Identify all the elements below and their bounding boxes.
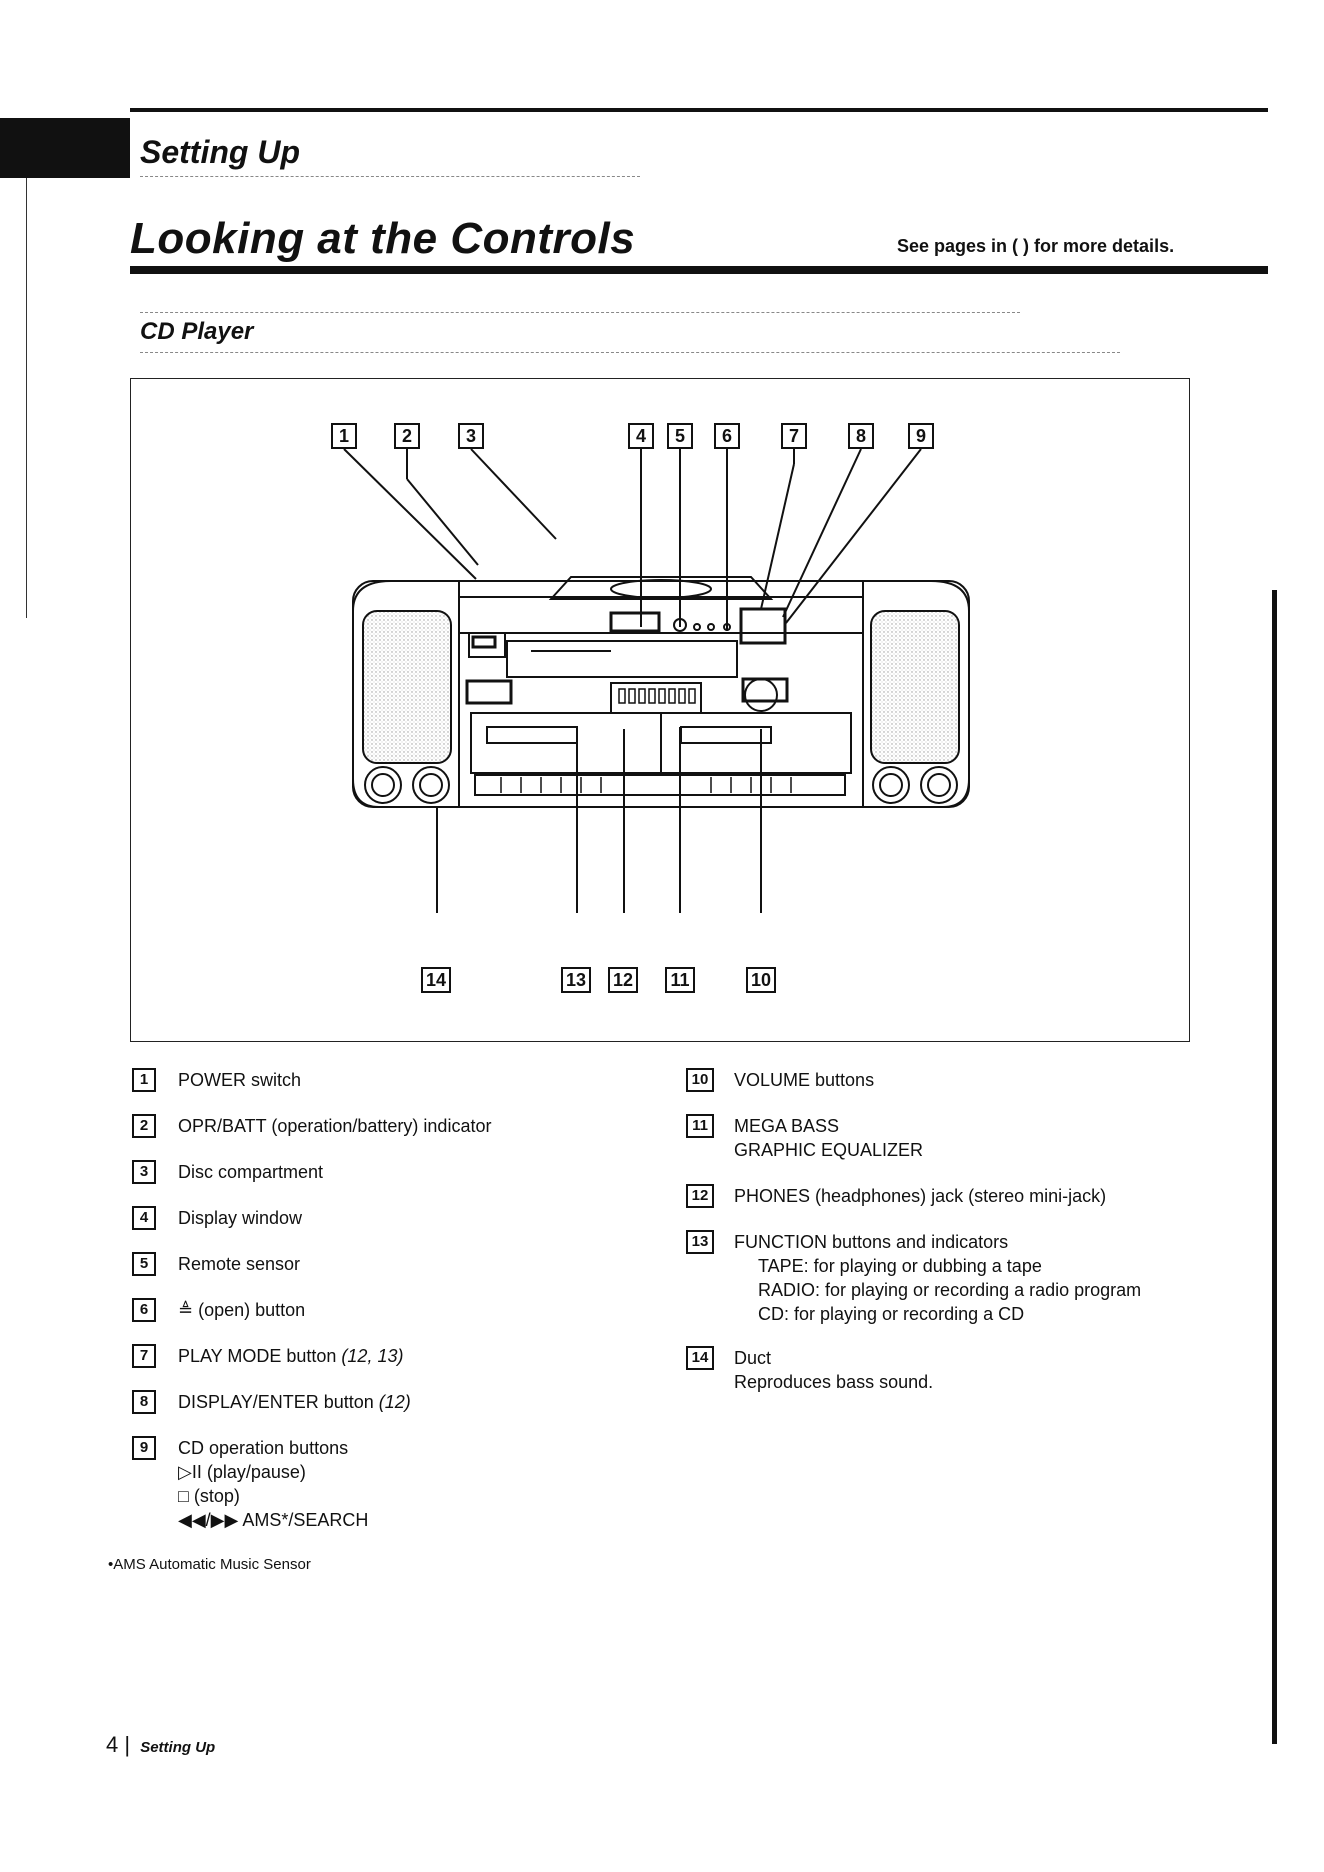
legend-sublines: Reproduces bass sound.: [734, 1370, 933, 1394]
legend-sublines: GRAPHIC EQUALIZER: [734, 1138, 923, 1162]
legend-text: POWER switch: [178, 1070, 302, 1090]
callout-4: 4: [628, 423, 654, 449]
subsection-heading: CD Player: [140, 318, 254, 345]
page-number: 4: [106, 1732, 119, 1757]
legend-text-main: DISPLAY/ENTER button: [178, 1392, 379, 1412]
section-heading: Setting Up: [140, 134, 300, 170]
callout-3: 3: [458, 423, 484, 449]
callout-5: 5: [667, 423, 693, 449]
callout-14: 14: [421, 967, 451, 993]
legend-number: 9: [132, 1436, 156, 1460]
legend-text: CD operation buttons: [178, 1438, 349, 1458]
legend-text: MEGA BASS: [734, 1116, 840, 1136]
page-ref: (12, 13): [341, 1346, 404, 1366]
legend-subline: ◀◀/▶▶ AMS*/SEARCH: [178, 1510, 369, 1530]
subsection-dash-bottom: [140, 352, 1120, 353]
callout-6: 6: [714, 423, 740, 449]
legend-subline: TAPE: for playing or dubbing a tape: [758, 1256, 1042, 1276]
legend-number: 5: [132, 1252, 156, 1276]
legend-text: VOLUME buttons: [734, 1070, 875, 1090]
legend-number: 14: [686, 1346, 714, 1370]
subsection-dash-top: [140, 312, 1020, 313]
legend-number: 6: [132, 1298, 156, 1322]
legend-text: OPR/BATT (operation/battery) indicator: [178, 1116, 492, 1136]
legend-text: Remote sensor: [178, 1254, 301, 1274]
callout-12: 12: [608, 967, 638, 993]
callout-13: 13: [561, 967, 591, 993]
legend-line2: Reproduces bass sound.: [734, 1372, 934, 1392]
legend-text-main: PLAY MODE button: [178, 1346, 342, 1366]
legend-sublines: ▷II (play/pause) □ (stop) ◀◀/▶▶ AMS*/SEA…: [178, 1460, 368, 1532]
legend-text: Duct: [734, 1348, 772, 1368]
legend-text: ≜ (open) button: [178, 1300, 306, 1320]
boombox-illustration: [343, 448, 970, 913]
legend-subline: ▷II (play/pause): [178, 1462, 306, 1482]
legend-number: 13: [686, 1230, 714, 1254]
legend-number: 10: [686, 1068, 714, 1092]
footer-divider: |: [118, 1732, 137, 1757]
callout-7: 7: [781, 423, 807, 449]
callout-2: 2: [394, 423, 420, 449]
legend-text: PHONES (headphones) jack (stereo mini-ja…: [734, 1186, 1107, 1206]
legend-number: 11: [686, 1114, 714, 1138]
page-title: Looking at the Controls: [130, 214, 636, 263]
section-underline: [140, 176, 640, 177]
legend-text: PLAY MODE button (12, 13): [178, 1344, 403, 1368]
legend-line2: GRAPHIC EQUALIZER: [734, 1140, 924, 1160]
callout-11: 11: [665, 967, 695, 993]
legend-number: 3: [132, 1160, 156, 1184]
margin-line: [26, 118, 27, 618]
legend-subline: CD: for playing or recording a CD: [758, 1304, 1025, 1324]
section-tab-marker: [0, 118, 130, 178]
legend-number: 4: [132, 1206, 156, 1230]
title-rule: [130, 266, 1268, 274]
legend-subline: □ (stop): [178, 1486, 240, 1506]
legend-subline: RADIO: for playing or recording a radio …: [758, 1280, 1142, 1300]
legend-number: 8: [132, 1390, 156, 1414]
legend-number: 1: [132, 1068, 156, 1092]
legend-text: Disc compartment: [178, 1162, 324, 1182]
callout-1: 1: [331, 423, 357, 449]
legend-number: 12: [686, 1184, 714, 1208]
legend-number: 2: [132, 1114, 156, 1138]
top-rule: [130, 108, 1268, 112]
page-ref: (12): [378, 1392, 411, 1412]
legend-sublines: TAPE: for playing or dubbing a tape RADI…: [734, 1254, 1141, 1326]
legend-number: 7: [132, 1344, 156, 1368]
legend-text: Display window: [178, 1208, 303, 1228]
callout-10: 10: [746, 967, 776, 993]
callout-9: 9: [908, 423, 934, 449]
right-margin-bar: [1272, 590, 1277, 1744]
callout-8: 8: [848, 423, 874, 449]
figure-frame: 1 2 3 4 5 6 7 8 9 14 13 12 11 10: [130, 378, 1190, 1042]
legend-text: DISPLAY/ENTER button (12): [178, 1390, 411, 1414]
page-footer: 4 | Setting Up: [106, 1732, 215, 1758]
see-pages-note: See pages in ( ) for more details.: [897, 236, 1175, 256]
footer-section: Setting Up: [140, 1739, 216, 1756]
footnote-ams: •AMS Automatic Music Sensor: [108, 1556, 311, 1573]
legend-text: FUNCTION buttons and indicators: [734, 1232, 1009, 1252]
